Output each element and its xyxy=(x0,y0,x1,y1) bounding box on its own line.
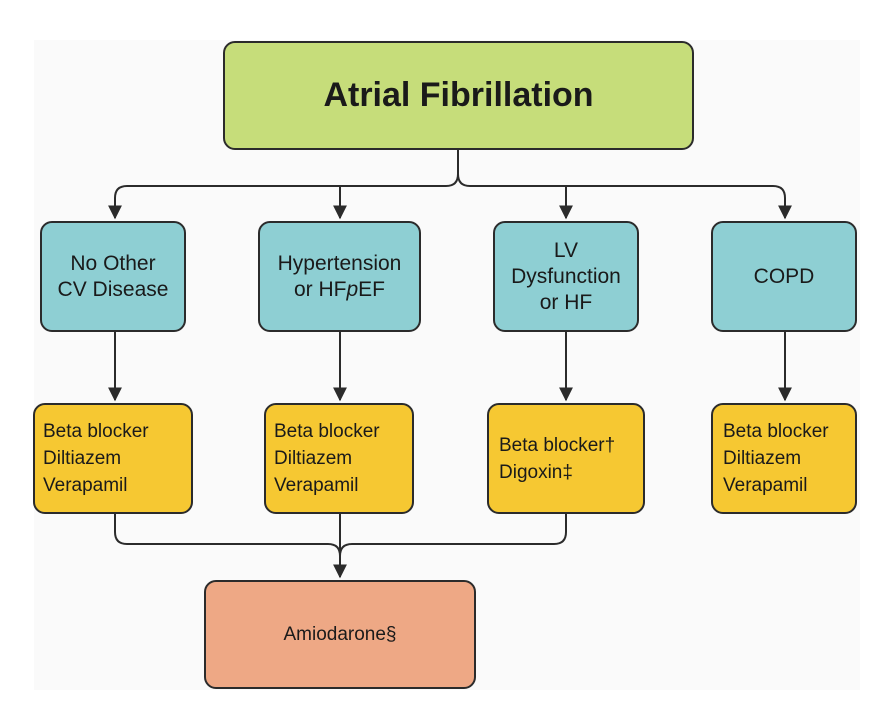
treatment-box-3: Beta blocker† Digoxin‡ xyxy=(487,403,645,514)
treatment-box-4: Beta blocker Diltiazem Verapamil xyxy=(711,403,857,514)
merge-connector-right xyxy=(339,514,567,557)
condition-line-2: or HFpEF xyxy=(294,277,385,303)
condition-box-hypertension: Hypertension or HFpEF xyxy=(258,221,421,332)
condition-text-italic: p xyxy=(346,277,359,301)
treatment-box-1: Beta blocker Diltiazem Verapamil xyxy=(33,403,193,514)
treatment-item: Beta blocker xyxy=(43,421,149,442)
condition-line: CV Disease xyxy=(57,277,169,301)
treatment-item: Diltiazem xyxy=(274,448,353,469)
condition-line: Hypertension xyxy=(277,251,402,275)
final-therapy-text: Amiodarone§ xyxy=(283,623,397,645)
treatment-box-2: Beta blocker Diltiazem Verapamil xyxy=(264,403,414,514)
title-text: Atrial Fibrillation xyxy=(323,76,594,114)
treatment-item: Digoxin‡ xyxy=(499,461,573,483)
condition-line: Dysfunction xyxy=(511,264,621,288)
condition-text: EF xyxy=(358,277,385,301)
treatment-item: Beta blocker xyxy=(723,421,829,442)
treatment-item: Verapamil xyxy=(43,475,128,496)
condition-box-no-cv-disease: No Other CV Disease xyxy=(40,221,186,332)
merge-connector-left xyxy=(114,514,341,557)
condition-box-lv-dysfunction: LV Dysfunction or HF xyxy=(493,221,639,332)
treatment-item: Diltiazem xyxy=(723,448,802,469)
condition-line: COPD xyxy=(753,264,815,288)
condition-line: No Other xyxy=(70,251,156,275)
treatment-item: Beta blocker xyxy=(274,421,380,442)
condition-box-copd: COPD xyxy=(711,221,857,332)
treatment-item: Verapamil xyxy=(723,475,808,496)
condition-line: or HF xyxy=(539,290,593,314)
trunk-connector-right xyxy=(457,173,792,220)
treatment-item: Diltiazem xyxy=(43,448,122,469)
condition-line: LV xyxy=(553,238,579,262)
trunk-connector xyxy=(108,150,459,220)
treatment-item: Beta blocker† xyxy=(499,434,616,456)
treatment-item: Verapamil xyxy=(274,475,359,496)
condition-text: or HF xyxy=(293,277,347,301)
final-therapy-box: Amiodarone§ xyxy=(204,580,476,689)
title-box: Atrial Fibrillation xyxy=(223,41,694,150)
